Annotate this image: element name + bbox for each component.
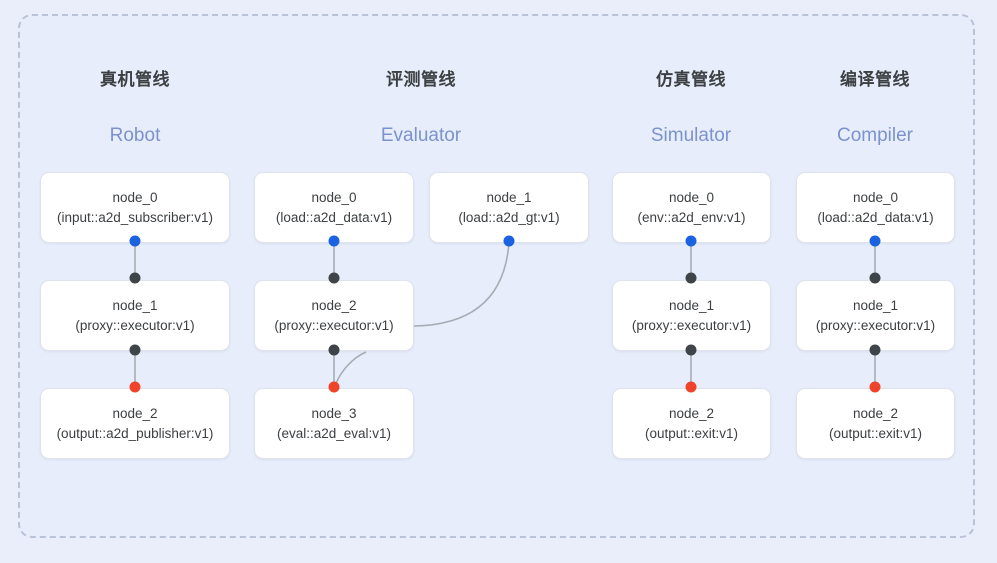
node-type: (proxy::executor:v1) [815, 317, 936, 333]
port-output-dot[interactable] [685, 235, 697, 247]
port-input-dot[interactable] [129, 344, 141, 356]
node-name: node_0 [668, 189, 715, 205]
node-card[interactable]: node_2 (output::a2d_publisher:v1) [40, 388, 230, 459]
node-card[interactable]: node_1 (proxy::executor:v1) [796, 280, 955, 351]
column-title-cn-robot: 真机管线 [100, 70, 170, 89]
node-card[interactable]: node_2 (output::exit:v1) [612, 388, 771, 459]
port-output-dot[interactable] [503, 235, 515, 247]
node-card[interactable]: node_0 (input::a2d_subscriber:v1) [40, 172, 230, 243]
node-card[interactable]: node_1 (load::a2d_gt:v1) [429, 172, 589, 243]
node-name: node_0 [112, 189, 158, 205]
column-title-en-simulator: Simulator [650, 125, 732, 146]
node-type: (input::a2d_subscriber:v1) [56, 209, 214, 225]
node-name: node_1 [668, 297, 715, 313]
node-name: node_2 [112, 405, 158, 421]
node-name: node_2 [311, 297, 357, 313]
node-name: node_3 [311, 405, 357, 421]
column-title-cn-compiler: 编译管线 [840, 70, 910, 89]
node-type: (env::a2d_env:v1) [637, 209, 746, 225]
port-output-dot[interactable] [869, 235, 881, 247]
node-type: (load::a2d_gt:v1) [458, 209, 560, 225]
node-type: (output::exit:v1) [828, 425, 923, 441]
node-name: node_0 [311, 189, 357, 205]
node-type: (proxy::executor:v1) [274, 317, 394, 333]
node-type: (load::a2d_data:v1) [275, 209, 393, 225]
node-card[interactable]: node_0 (env::a2d_env:v1) [612, 172, 771, 243]
port-terminal-dot[interactable] [685, 381, 697, 393]
port-input-dot[interactable] [685, 272, 697, 284]
node-name: node_1 [112, 297, 158, 313]
node-type: (proxy::executor:v1) [75, 317, 195, 333]
diagram-dashed-frame [18, 14, 975, 538]
port-input-dot[interactable] [869, 272, 881, 284]
port-input-dot[interactable] [328, 272, 340, 284]
node-type: (eval::a2d_eval:v1) [276, 425, 392, 441]
node-card[interactable]: node_2 (output::exit:v1) [796, 388, 955, 459]
node-name: node_2 [668, 405, 715, 421]
column-title-en-robot: Robot [109, 125, 161, 146]
port-output-dot[interactable] [328, 235, 340, 247]
node-type: (proxy::executor:v1) [631, 317, 752, 333]
port-input-dot[interactable] [129, 272, 141, 284]
node-type: (output::a2d_publisher:v1) [56, 425, 214, 441]
node-name: node_0 [852, 189, 899, 205]
port-output-dot[interactable] [129, 235, 141, 247]
node-card[interactable]: node_0 (load::a2d_data:v1) [796, 172, 955, 243]
port-input-dot[interactable] [328, 344, 340, 356]
node-type: (output::exit:v1) [644, 425, 739, 441]
port-input-dot[interactable] [869, 344, 881, 356]
node-card[interactable]: node_0 (load::a2d_data:v1) [254, 172, 414, 243]
node-card[interactable]: node_2 (proxy::executor:v1) [254, 280, 414, 351]
node-name: node_1 [486, 189, 532, 205]
port-terminal-dot[interactable] [869, 381, 881, 393]
column-title-en-evaluator: Evaluator [380, 125, 462, 146]
node-name: node_2 [852, 405, 899, 421]
node-card[interactable]: node_1 (proxy::executor:v1) [40, 280, 230, 351]
column-title-en-compiler: Compiler [836, 125, 914, 146]
column-title-cn-evaluator: 评测管线 [386, 70, 456, 89]
port-terminal-dot[interactable] [328, 381, 340, 393]
port-input-dot[interactable] [685, 344, 697, 356]
node-name: node_1 [852, 297, 899, 313]
port-terminal-dot[interactable] [129, 381, 141, 393]
column-title-cn-simulator: 仿真管线 [656, 70, 726, 89]
node-type: (load::a2d_data:v1) [817, 209, 934, 225]
node-card[interactable]: node_3 (eval::a2d_eval:v1) [254, 388, 414, 459]
node-card[interactable]: node_1 (proxy::executor:v1) [612, 280, 771, 351]
